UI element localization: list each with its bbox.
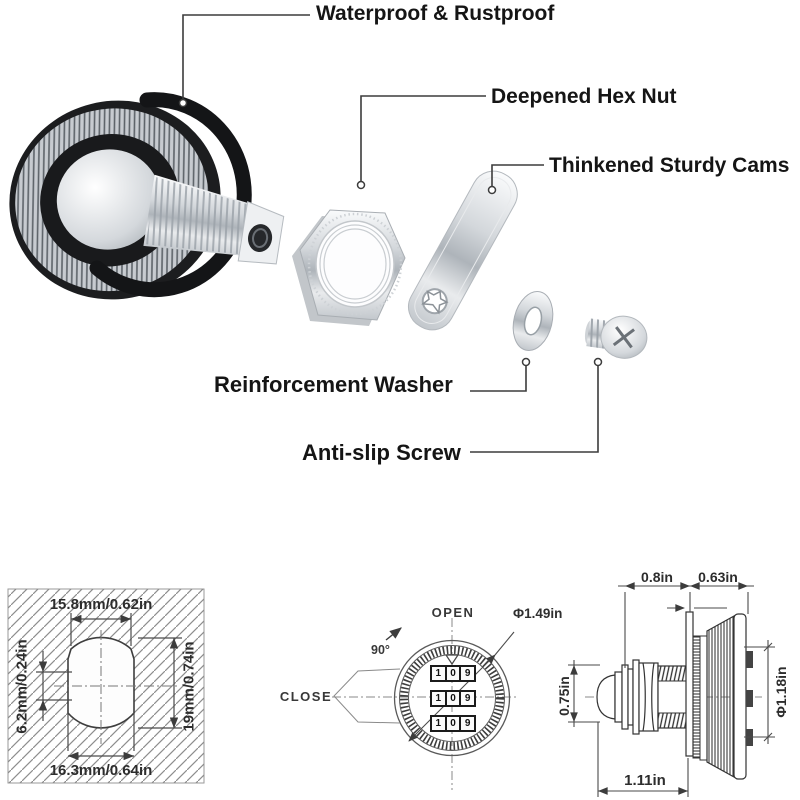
dial-digit: 9: [464, 668, 471, 679]
front-view-drawing: [332, 618, 517, 790]
front-rotation-label: 90°: [371, 643, 390, 657]
dial-digit: 0: [447, 692, 462, 705]
side-dim-left: 0.75in: [556, 676, 572, 716]
callout-waterproof: Waterproof & Rustproof: [316, 2, 555, 25]
dial-digit: 1: [432, 692, 447, 705]
dial-row: 1 0 9: [430, 665, 476, 682]
washer-photo: [512, 291, 554, 351]
side-dim-top-right: 0.63in: [698, 569, 738, 585]
side-view-drawing: [568, 582, 775, 797]
front-open-label: OPEN: [431, 605, 475, 620]
dial-digit: 0: [447, 667, 462, 680]
combination-dial-display: 1 0 9 1 0 9 1 0 9: [430, 665, 476, 740]
cutout-dim-bottom: 16.3mm/0.64in: [49, 762, 153, 779]
callout-hex-nut: Deepened Hex Nut: [491, 85, 677, 108]
cam-bar-photo: [407, 170, 518, 331]
screw-photo: [584, 315, 648, 359]
side-dim-bottom: 1.11in: [624, 772, 666, 789]
cutout-dim-top: 15.8mm/0.62in: [49, 596, 153, 613]
cutout-dim-right: 19mm/0.74in: [180, 641, 198, 732]
front-diameter-label: Φ1.49in: [513, 606, 563, 621]
dial-row: 1 0 9: [430, 715, 476, 732]
callout-screw: Anti-slip Screw: [302, 440, 461, 465]
cutout-drawing: [7, 588, 205, 784]
dial-digit: 1: [432, 667, 447, 680]
dial-digit: 9: [464, 693, 471, 704]
leader-lines: [182, 14, 599, 453]
lock-body-photo: [9, 92, 285, 300]
dial-row: 1 0 9: [430, 690, 476, 707]
side-dim-top-left: 0.8in: [641, 569, 673, 585]
hex-nut-photo: [292, 209, 406, 326]
dial-digit: 9: [464, 718, 471, 729]
dial-digit: 0: [447, 717, 462, 730]
front-close-label: CLOSE: [279, 689, 333, 704]
side-dim-right: Φ1.18in: [773, 666, 789, 718]
dial-digit: 1: [432, 717, 447, 730]
cutout-dim-left: 6.2mm/0.24in: [13, 639, 31, 734]
callout-washer: Reinforcement Washer: [214, 372, 453, 397]
leader-dots: [178, 98, 603, 367]
lock-barrel: [143, 174, 285, 265]
callout-cams: Thinkened Sturdy Cams: [549, 154, 790, 177]
